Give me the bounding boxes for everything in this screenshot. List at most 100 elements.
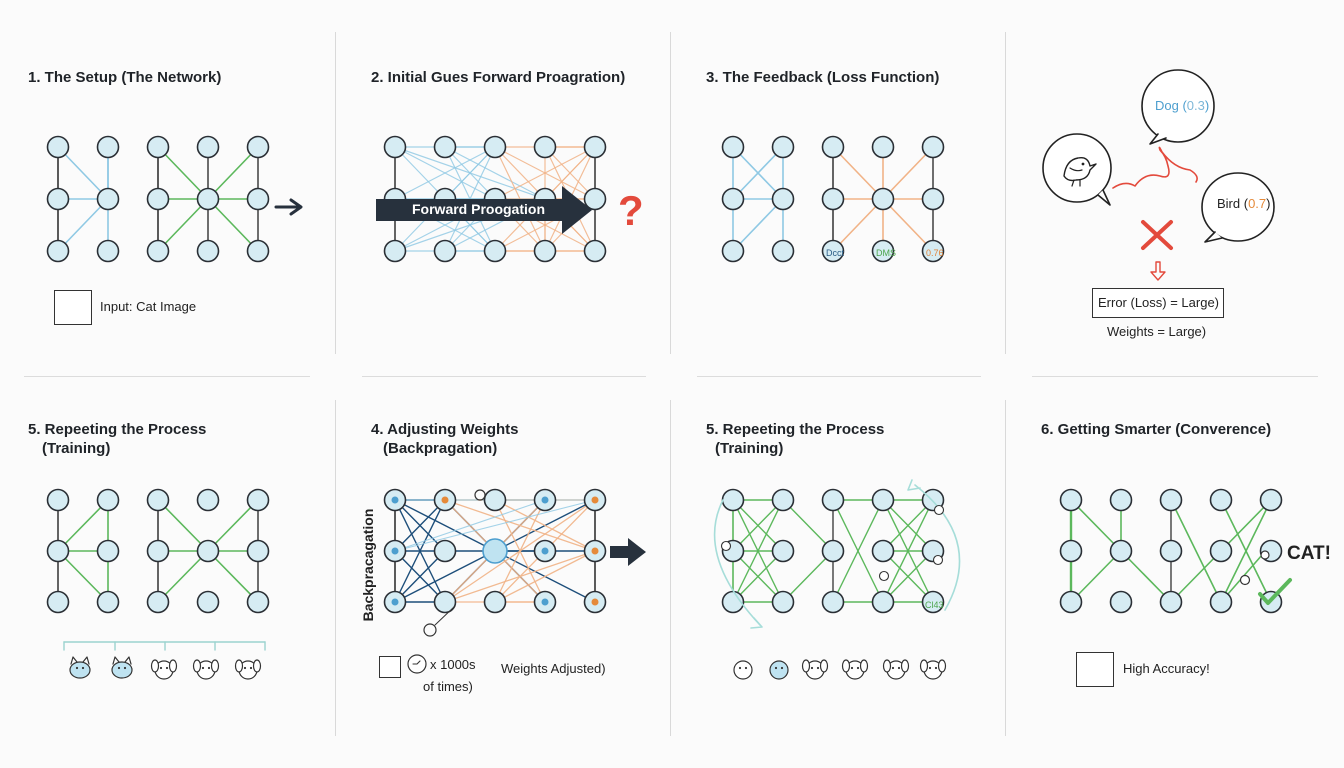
connection-line bbox=[732, 550, 784, 603]
connection-line bbox=[782, 499, 834, 552]
network-node bbox=[871, 539, 895, 563]
bird-result-bubble-tail bbox=[1204, 231, 1223, 243]
network-node bbox=[1109, 590, 1133, 614]
error-squiggle bbox=[1112, 146, 1198, 189]
cycle-arrow-head bbox=[907, 479, 921, 491]
result-cat-text: CAT! bbox=[1287, 543, 1331, 564]
network-node bbox=[96, 488, 120, 512]
weights-large-text: Weights = Large) bbox=[1107, 324, 1207, 339]
connection-line bbox=[832, 198, 884, 252]
connection-line bbox=[207, 550, 259, 603]
connection-line bbox=[832, 146, 884, 200]
check-icon bbox=[1258, 578, 1292, 605]
output-label-2: DMS bbox=[876, 248, 896, 258]
network-node bbox=[721, 239, 745, 263]
separator bbox=[670, 32, 671, 354]
error-loss-text: Error (Loss) = Large) bbox=[1098, 295, 1220, 310]
network-node bbox=[146, 539, 170, 563]
backpropagation-side-label: Backpracagation bbox=[360, 508, 376, 622]
weight-dot bbox=[591, 496, 599, 504]
panel-7-node-label: Cl43 bbox=[925, 600, 944, 610]
weight-dot bbox=[541, 496, 549, 504]
network-node bbox=[246, 135, 270, 159]
connection-line bbox=[207, 146, 259, 200]
connection-line bbox=[1220, 499, 1272, 552]
dog-bubble-suffix: ) bbox=[1204, 98, 1210, 113]
network-node bbox=[196, 539, 220, 563]
connection-line bbox=[394, 146, 496, 200]
network-node bbox=[246, 187, 270, 211]
connection-line bbox=[157, 550, 209, 603]
dog-icon bbox=[165, 666, 169, 670]
weight-dot bbox=[591, 547, 599, 555]
network-node bbox=[1059, 488, 1083, 512]
dog-icon bbox=[210, 659, 220, 673]
connection-line bbox=[394, 499, 596, 552]
network-node bbox=[821, 135, 845, 159]
network-node bbox=[383, 135, 407, 159]
output-arrow bbox=[610, 538, 646, 566]
panel-2-title: 2. Initial Gues Forward Proagration) bbox=[371, 69, 626, 86]
connection-line bbox=[494, 550, 596, 603]
clock-icon bbox=[412, 660, 421, 665]
panel-7-title: 5. Repeeting the Process bbox=[706, 421, 885, 438]
network-node bbox=[771, 135, 795, 159]
connection-line bbox=[882, 198, 934, 252]
network-hub-node bbox=[482, 538, 508, 564]
cat-icon bbox=[75, 666, 79, 670]
network-node bbox=[871, 135, 895, 159]
network-node bbox=[433, 590, 457, 614]
cycle-arrow-head bbox=[750, 617, 763, 629]
connection-line bbox=[157, 499, 209, 552]
network-node bbox=[433, 539, 457, 563]
iterations-text-2: of times) bbox=[423, 679, 473, 694]
panel-5-subtitle: (Training) bbox=[42, 440, 111, 457]
bird-icon bbox=[1069, 167, 1083, 172]
panel-1-title: 1. The Setup (The Network) bbox=[28, 69, 222, 86]
dog-icon bbox=[810, 666, 814, 670]
dog-icon bbox=[928, 666, 932, 670]
network-node bbox=[721, 488, 745, 512]
network-node bbox=[146, 187, 170, 211]
weight-dot bbox=[391, 547, 399, 555]
network-node bbox=[246, 539, 270, 563]
network-node bbox=[483, 239, 507, 263]
dog-icon bbox=[934, 666, 938, 670]
network-node bbox=[196, 488, 220, 512]
down-arrow-icon bbox=[1150, 261, 1166, 281]
bird-icon bbox=[1071, 179, 1081, 187]
network-node bbox=[921, 135, 945, 159]
output-label-1: Dcct bbox=[826, 248, 844, 258]
forward-propagation-label: Forward Proogation bbox=[412, 201, 545, 217]
cat-icon bbox=[117, 666, 121, 670]
connection-line bbox=[494, 499, 596, 552]
dog-icon bbox=[201, 666, 205, 670]
bird-bubble-text: Bird (0.7) bbox=[1217, 196, 1270, 212]
cat-icon bbox=[123, 666, 127, 670]
dog-icon bbox=[150, 659, 160, 673]
weight-dot bbox=[541, 598, 549, 606]
network-node bbox=[1059, 590, 1083, 614]
network-node bbox=[46, 135, 70, 159]
weight-dot bbox=[391, 496, 399, 504]
output-arrow-head bbox=[289, 198, 303, 216]
connection-line bbox=[207, 499, 259, 552]
network-node bbox=[583, 239, 607, 263]
dog-icon bbox=[192, 659, 202, 673]
network-node bbox=[1159, 590, 1183, 614]
network-node bbox=[96, 239, 120, 263]
network-node bbox=[771, 539, 795, 563]
dog-bubble-text: Dog (0.3) bbox=[1155, 98, 1209, 114]
panel-backprop-title: 4. Adjusting Weights bbox=[371, 421, 519, 438]
network-node bbox=[146, 590, 170, 614]
network-node bbox=[771, 590, 795, 614]
dog-icon bbox=[207, 666, 211, 670]
network-node bbox=[583, 187, 607, 211]
separator bbox=[335, 400, 336, 736]
connection-line bbox=[732, 499, 784, 552]
cat-result-frame bbox=[1076, 652, 1114, 687]
small-circle bbox=[474, 489, 486, 501]
cat-icon bbox=[112, 656, 132, 665]
dog-icon bbox=[919, 659, 929, 673]
